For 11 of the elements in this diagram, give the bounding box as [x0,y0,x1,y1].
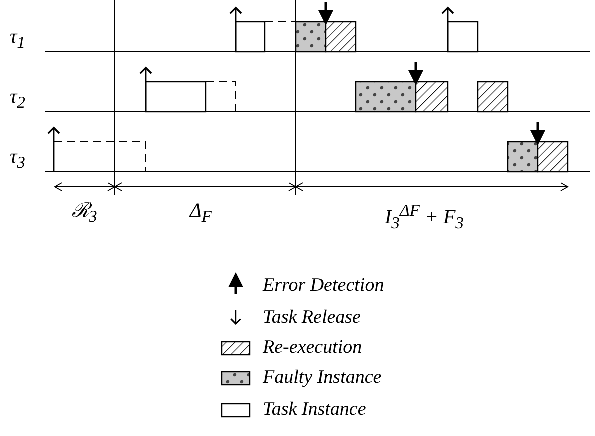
interval-label: I$_{3}$$^{ΔF}$ + F$_{3}$ [385,200,464,235]
legend-text: Task Release [263,307,361,328]
interval-label: Δ$_{F}$ [190,200,212,228]
legend-text: Task Instance [263,399,366,420]
legend-text: Error Detection [263,275,384,296]
task-label: τ$_{3}$ [10,146,26,174]
legend-text: Re-execution [263,337,362,358]
task-label: τ$_{1}$ [10,26,26,54]
legend-text: Faulty Instance [263,367,382,388]
interval-label: ℛ$_{3}$ [72,200,98,228]
task-label: τ$_{2}$ [10,86,26,114]
